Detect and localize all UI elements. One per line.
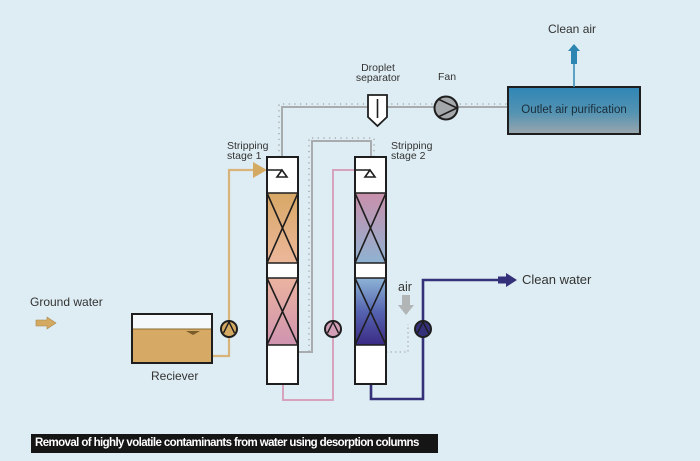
- clean-air-label: Clean air: [548, 22, 597, 36]
- figure-caption: Removal of highly volatile contaminants …: [31, 434, 438, 453]
- air-lines: [278, 103, 508, 353]
- droplet-separator-label: Droplet separator: [355, 62, 401, 84]
- fan[interactable]: [433, 95, 459, 121]
- air-inlet-label: air: [398, 280, 412, 294]
- fan-label: Fan: [438, 71, 457, 83]
- droplet-separator-line1: Droplet: [361, 62, 395, 74]
- exhaust-air-pipe: [281, 106, 508, 157]
- water-level-icon: [186, 331, 200, 335]
- spray-nozzle-icon: [356, 168, 377, 178]
- stripping-stage-1-label: Stripping stage 1: [227, 140, 269, 162]
- interstage-air-pipe: [298, 140, 372, 353]
- droplet-separator-line2: separator: [355, 72, 401, 84]
- interstage-water-pipe: [282, 169, 357, 401]
- clean-water-pipe: [369, 278, 500, 401]
- fresh-air-inlet-pipe: [386, 324, 409, 353]
- interstage-air-pipe-dots: [308, 137, 375, 352]
- stripping-stage-2-label: Stripping stage 2: [391, 140, 433, 162]
- receiver-tank[interactable]: [131, 313, 213, 364]
- ground-water-label: Ground water: [30, 295, 103, 309]
- stripping-column-1[interactable]: [266, 156, 299, 385]
- clean-air-arrow: [568, 44, 580, 87]
- receiver-label: Reciever: [151, 369, 199, 383]
- stripping-stage-2-line1: Stripping: [391, 140, 433, 152]
- clean-water-label: Clean water: [522, 272, 592, 287]
- droplet-separator[interactable]: [367, 94, 388, 128]
- stripping-stage-2-line2: stage 2: [391, 150, 426, 162]
- pump-1[interactable]: [220, 320, 238, 338]
- outlet-air-purification-label: Outlet air purification: [521, 104, 627, 116]
- clean-water-arrow: [498, 273, 517, 287]
- pump-3[interactable]: [414, 320, 432, 338]
- stripping-stage-1-line2: stage 1: [227, 150, 262, 162]
- stripping-stage-1-line1: Stripping: [227, 140, 269, 152]
- exhaust-air-pipe-dots: [278, 103, 508, 157]
- stripping-column-2[interactable]: [354, 156, 387, 385]
- pump-2[interactable]: [324, 320, 342, 338]
- ground-water-inlet-arrow: [253, 162, 267, 178]
- spray-nozzle-icon: [268, 168, 289, 178]
- ground-water-pipe: [212, 168, 257, 358]
- fresh-air-arrow: [398, 295, 414, 315]
- ground-water-arrow-icon: [35, 316, 57, 330]
